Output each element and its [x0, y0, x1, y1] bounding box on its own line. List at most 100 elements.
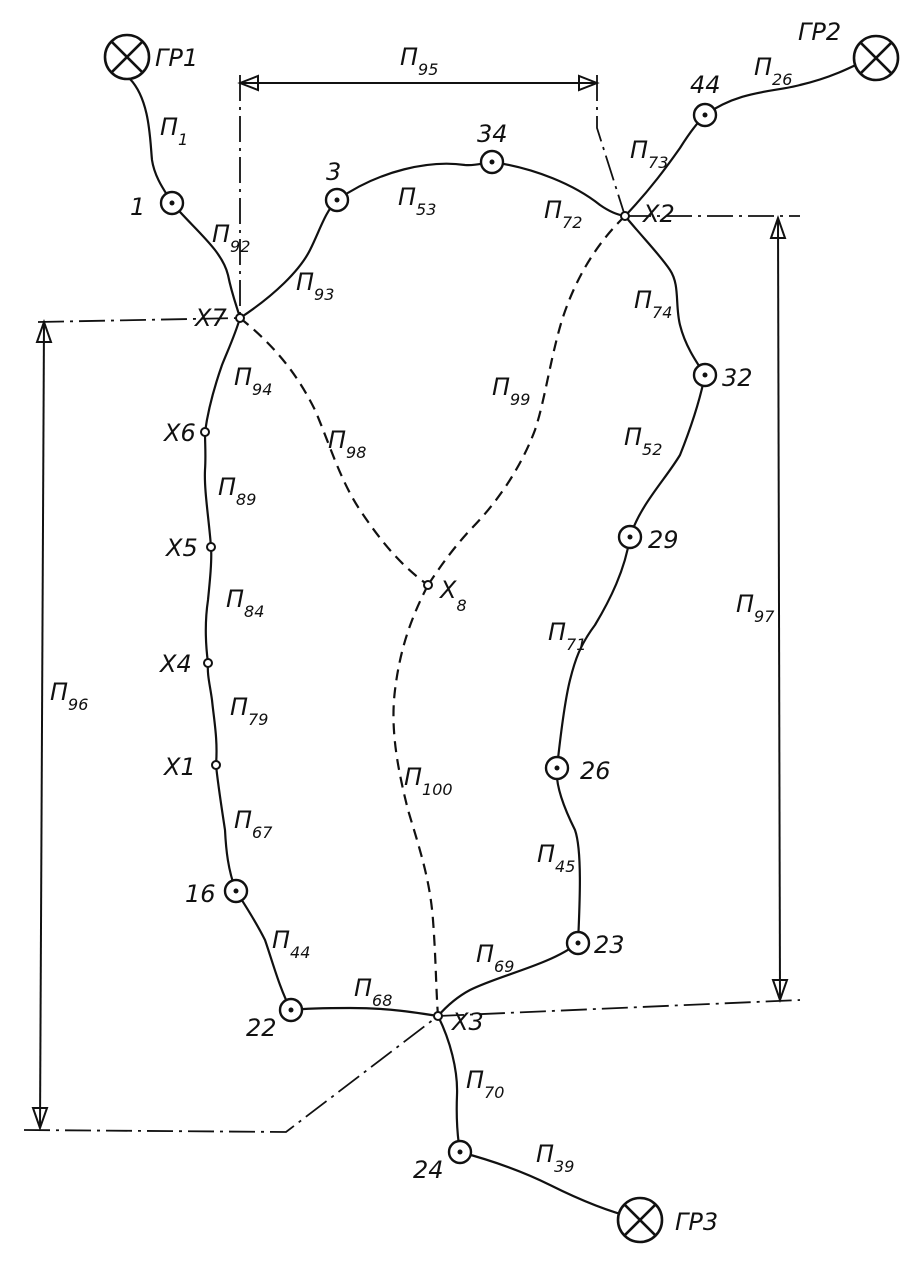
point-label-16: 16 [185, 880, 216, 908]
point-label-22: 22 [246, 1014, 277, 1042]
point-marker-22 [278, 997, 304, 1023]
dim-95-right-extension [596, 75, 626, 217]
dim-96-arrow-bottom [31, 1107, 49, 1132]
segment-label-s79: П79 [230, 693, 268, 729]
junction-marker-x1 [211, 760, 221, 770]
segment-label-s67: П67 [234, 806, 273, 842]
junction-label-x3: X3 [450, 1008, 484, 1036]
dim-97-line [777, 217, 781, 1001]
segment-label-s53: П53 [398, 183, 436, 219]
segment-label-s92: П92 [212, 220, 250, 256]
segment-label-s39: П39 [536, 1140, 574, 1176]
dashed-segment-x2-x8 [427, 215, 626, 586]
dimension-lines [23, 74, 801, 1133]
dim-95-arrow-right [578, 74, 600, 92]
point-marker-32 [692, 362, 718, 388]
boundary-marker-gr2 [852, 34, 900, 82]
segment-label-s52: П52 [624, 423, 662, 459]
segment-label-s44: П44 [272, 926, 310, 962]
boundary-marker-gr3 [616, 1196, 664, 1244]
boundary-label-gr2: ГР2 [798, 18, 841, 46]
segment-29-26 [555, 536, 632, 769]
segment-x1-x4 [206, 662, 218, 766]
dimension-label-d95: П95 [400, 43, 438, 79]
junction-label-x4: X4 [158, 650, 192, 678]
segment-label-s68: П68 [354, 974, 392, 1010]
dashed-segment-label-s100: П100 [404, 763, 453, 799]
junction-marker-x7 [235, 313, 245, 323]
point-label-44: 44 [690, 71, 721, 99]
point-label-24: 24 [413, 1156, 444, 1184]
point-marker-24 [447, 1139, 473, 1165]
dimension-label-d96: П96 [50, 678, 88, 714]
boundary-marker-gr1 [103, 33, 151, 81]
point-marker-1 [159, 190, 185, 216]
segment-label-s45: П45 [537, 840, 575, 876]
segment-label-s69: П69 [476, 940, 514, 976]
point-label-23: 23 [594, 931, 625, 959]
segment-32-29 [628, 374, 707, 538]
dim-96-top-extension [37, 317, 241, 323]
dim-96-bottom-extension [23, 1015, 439, 1133]
dim-97-arrow-bottom [771, 979, 789, 1004]
junction-label-x2: X2 [641, 200, 675, 228]
junction-label-x1: X1 [162, 753, 196, 781]
dimension-label-d97: П97 [736, 590, 775, 626]
junction-marker-x5 [206, 542, 216, 552]
dim-96-arrow-top [35, 318, 53, 343]
point-marker-26 [544, 755, 570, 781]
segment-label-s94: П94 [234, 363, 272, 399]
dim-97-arrow-top [769, 214, 787, 239]
segment-26-23 [555, 767, 581, 944]
junction-label-x6: X6 [162, 419, 196, 447]
junction-marker-x4 [203, 658, 213, 668]
junction-marker-x8 [423, 580, 433, 590]
point-label-32: 32 [722, 364, 753, 392]
point-marker-29 [617, 524, 643, 550]
segment-16-x1 [214, 764, 238, 892]
segment-label-s74: П74 [634, 286, 672, 322]
dashed-segment-label-s99: П99 [492, 373, 530, 409]
boundary-label-gr1: ГР1 [155, 44, 198, 72]
dashed-segment-label-s98: П98 [328, 426, 366, 462]
point-marker-44 [692, 102, 718, 128]
segment-22-16 [235, 890, 292, 1011]
segment-x2-32 [624, 215, 706, 376]
segment-label-s89: П89 [218, 473, 256, 509]
segment-44-gr2 [704, 57, 871, 116]
solid-segments [129, 57, 871, 1220]
segment-x3-22 [290, 1006, 439, 1018]
boundary-label-gr3: ГР3 [675, 1208, 718, 1236]
junction-label-x8: X8 [438, 576, 467, 615]
segment-x4-x5 [204, 546, 213, 664]
segment-label-s72: П72 [544, 196, 582, 232]
point-label-1: 1 [130, 193, 145, 221]
junction-label-x5: X5 [164, 534, 198, 562]
segment-x6-x7 [203, 317, 242, 433]
segment-34-x2 [491, 160, 626, 218]
segment-x7-3 [239, 199, 338, 319]
segment-label-s1: П1 [160, 113, 188, 149]
dashed-segments [239, 215, 626, 1017]
point-label-29: 29 [648, 526, 679, 554]
segment-label-s70: П70 [466, 1066, 504, 1102]
dim-95-arrow-left [237, 74, 259, 92]
junction-label-x7: X7 [193, 304, 227, 332]
segment-label-s26: П26 [754, 53, 792, 89]
segment-label-s93: П93 [296, 268, 334, 304]
point-label-26: 26 [580, 757, 611, 785]
point-label-3: 3 [326, 158, 341, 186]
junction-marker-x2 [620, 211, 630, 221]
junction-marker-x6 [200, 427, 210, 437]
segment-x5-x6 [203, 431, 213, 548]
segment-24-gr3 [459, 1150, 636, 1220]
segment-label-s73: П73 [630, 136, 668, 172]
point-marker-34 [479, 149, 505, 175]
dim-96-line [39, 321, 45, 1129]
segment-label-s71: П71 [548, 618, 586, 654]
segment-label-s84: П84 [226, 585, 264, 621]
point-marker-16 [223, 878, 249, 904]
dim-97-bottom-extension [437, 999, 801, 1017]
point-marker-3 [324, 187, 350, 213]
